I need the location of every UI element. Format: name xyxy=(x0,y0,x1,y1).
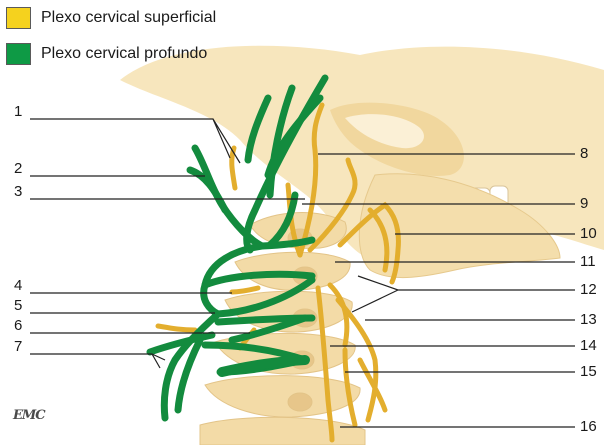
label-3: 3 xyxy=(14,184,22,199)
label-6: 6 xyxy=(14,318,22,333)
label-7: 7 xyxy=(14,339,22,354)
label-1: 1 xyxy=(14,104,22,119)
label-8: 8 xyxy=(580,146,588,161)
label-15: 15 xyxy=(580,364,597,379)
legend-label-deep: Plexo cervical profundo xyxy=(41,45,207,63)
label-16: 16 xyxy=(580,419,597,434)
label-9: 9 xyxy=(580,196,588,211)
legend-item-superficial: Plexo cervical superficial xyxy=(6,7,216,29)
label-2: 2 xyxy=(14,161,22,176)
legend-item-deep: Plexo cervical profundo xyxy=(6,43,207,65)
legend-swatch-deep xyxy=(6,43,31,65)
label-12: 12 xyxy=(580,282,597,297)
legend-label-superficial: Plexo cervical superficial xyxy=(41,9,216,27)
label-5: 5 xyxy=(14,298,22,313)
label-13: 13 xyxy=(580,312,597,327)
emc-logo: EMC xyxy=(13,408,45,423)
skull-illustration xyxy=(120,46,604,278)
label-10: 10 xyxy=(580,226,597,241)
label-14: 14 xyxy=(580,338,597,353)
label-11: 11 xyxy=(580,254,596,269)
legend-swatch-superficial xyxy=(6,7,31,29)
label-4: 4 xyxy=(14,278,22,293)
